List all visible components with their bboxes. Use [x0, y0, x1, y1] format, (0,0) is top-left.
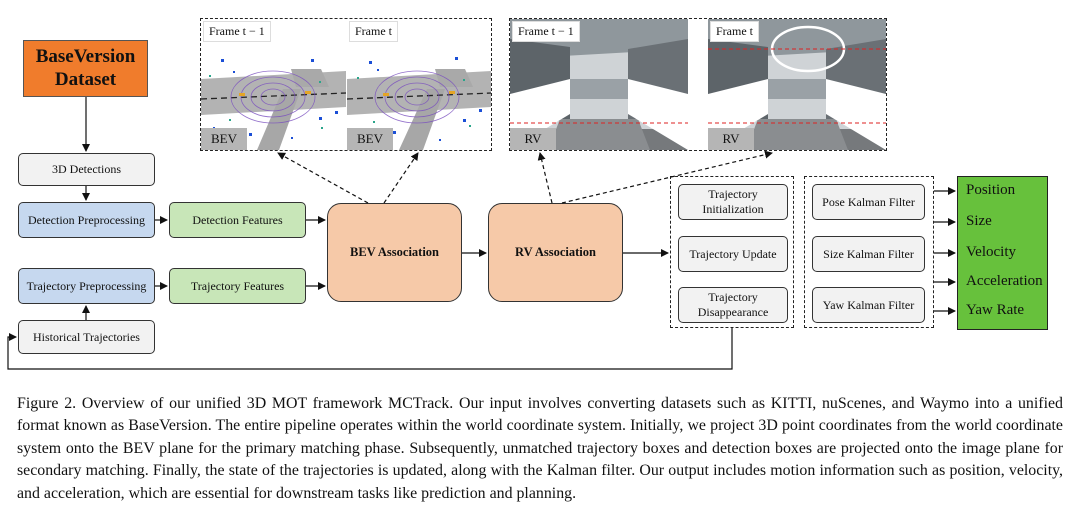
bev-frame-prev: Frame t − 1 BEV [201, 19, 346, 150]
rv-curr-frame-label: Frame t [710, 21, 759, 42]
bev-association-box: BEV Association [327, 203, 462, 302]
bev-prev-frame-label: Frame t − 1 [203, 21, 271, 42]
rv-frames-panel: Frame t − 1 RV Frame t RV [509, 18, 887, 151]
output-size: Size [966, 213, 992, 229]
kalman-filter-group [804, 176, 934, 328]
rv-frame-prev: Frame t − 1 RV [510, 19, 688, 150]
historical-trajectories-box: Historical Trajectories [18, 320, 155, 354]
dataset-line2: Dataset [54, 68, 117, 90]
bev-curr-view-tag: BEV [347, 128, 393, 150]
figure-caption: Figure 2. Overview of our unified 3D MOT… [17, 395, 1063, 502]
detection-preprocessing-box: Detection Preprocessing [18, 202, 155, 238]
trajectory-preprocessing-box: Trajectory Preprocessing [18, 268, 155, 304]
detection-features-box: Detection Features [169, 202, 306, 238]
dataset-line1: BaseVersion [35, 45, 136, 67]
rv-prev-view-tag: RV [510, 128, 556, 150]
trajectory-features-box: Trajectory Features [169, 268, 306, 304]
output-position: Position [966, 182, 1016, 198]
pose-kalman-filter-box: Pose Kalman Filter [812, 184, 925, 220]
size-kalman-filter-box: Size Kalman Filter [812, 236, 925, 272]
output-yaw-rate: Yaw Rate [966, 302, 1025, 318]
rv-frame-curr: Frame t RV [708, 19, 886, 150]
rv-association-box: RV Association [488, 203, 623, 302]
bev-frame-prev-image [201, 19, 346, 150]
trajectory-disappearance-box: Trajectory Disappearance [678, 287, 788, 323]
trajectory-initialization-box: Trajectory Initialization [678, 184, 788, 220]
output-acceleration: Acceleration [966, 273, 1043, 289]
rv-curr-view-tag: RV [708, 128, 754, 150]
trajectory-update-box: Trajectory Update [678, 236, 788, 272]
output-velocity: Velocity [966, 244, 1016, 260]
bev-frames-panel: Frame t − 1 BEV [200, 18, 492, 151]
rv-prev-frame-label: Frame t − 1 [512, 21, 580, 42]
motion-output-panel: Position Size Velocity Acceleration Yaw … [957, 176, 1048, 330]
bev-frame-curr: Frame t BEV [347, 19, 491, 150]
3d-detections-box: 3D Detections [18, 153, 155, 186]
bev-prev-view-tag: BEV [201, 128, 247, 150]
bev-curr-frame-label: Frame t [349, 21, 398, 42]
baseversion-dataset-box: BaseVersion Dataset [23, 40, 148, 97]
yaw-kalman-filter-box: Yaw Kalman Filter [812, 287, 925, 323]
